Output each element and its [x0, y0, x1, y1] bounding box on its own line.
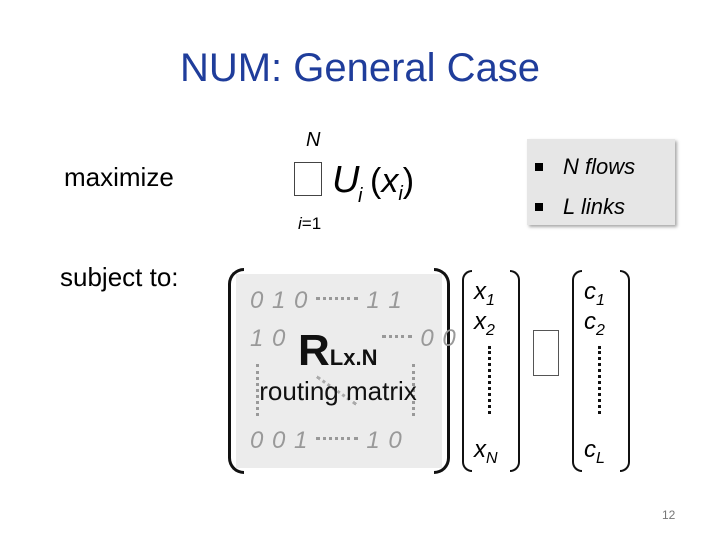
- entry-sub: 1: [486, 291, 495, 309]
- entry-sub: N: [486, 449, 498, 467]
- routing-matrix: 0 1 0 1 1 1 0 0 0 RLx.N routing matrix 0 0…: [228, 268, 456, 474]
- sum-index-start: =1: [301, 214, 322, 233]
- vector-entry-last: cL: [584, 436, 605, 473]
- sum-index-var: i: [298, 214, 302, 233]
- matrix-symbol-subscript: Lx.N: [329, 345, 378, 370]
- info-item-flows: N flows: [535, 147, 675, 187]
- arg-subscript: i: [398, 182, 403, 205]
- matrix-caption: routing matrix: [259, 376, 417, 406]
- matrix-left-bracket: [228, 268, 244, 474]
- arg-open-paren: (: [370, 162, 382, 200]
- vector-left-bracket: [572, 270, 582, 472]
- capacity-vector: c1 c2 cL: [572, 270, 630, 472]
- info-item-label: N flows: [563, 154, 636, 179]
- info-item-label: L links: [563, 194, 625, 219]
- horizontal-ellipsis-icon: [316, 437, 359, 441]
- matrix-row-n-start: 0 0 1: [250, 427, 309, 454]
- vertical-ellipsis-icon: [598, 346, 601, 414]
- entry-var: c: [584, 278, 596, 305]
- vertical-ellipsis-icon: [488, 346, 491, 414]
- matrix-right-bracket: [434, 268, 450, 474]
- arg-close-paren: ): [402, 162, 415, 200]
- matrix-row-1: 0 1 0 1 1: [250, 286, 434, 316]
- entry-var: x: [474, 308, 486, 335]
- vertical-ellipsis-icon: [256, 364, 259, 416]
- vertical-ellipsis-icon: [412, 364, 415, 416]
- vector-entry-second: x2: [474, 308, 495, 345]
- utility-function-symbol: U: [332, 159, 360, 201]
- matrix-row-2-end: 0 0: [420, 325, 457, 352]
- vector-entry-first: x1: [474, 278, 495, 315]
- matrix-row-2: 1 0 0 0: [250, 324, 456, 354]
- square-bullet-icon: [535, 203, 543, 211]
- page-number: 12: [662, 508, 676, 522]
- slide-title: NUM: General Case: [179, 46, 541, 90]
- matrix-symbol: RLx.N: [298, 326, 377, 383]
- maximize-label: maximize: [64, 162, 174, 192]
- sum-lower-limit: i=1: [298, 214, 321, 234]
- entry-var: c: [584, 308, 596, 335]
- matrix-row-n: 0 0 1 1 0: [250, 426, 434, 456]
- sum-upper-limit: N: [306, 129, 321, 151]
- matrix-background: [236, 274, 442, 468]
- info-box: N flows L links: [527, 139, 675, 225]
- utility-function-subscript: i: [358, 185, 363, 207]
- vector-right-bracket: [510, 270, 520, 472]
- flow-rate-vector: x1 x2 xN: [462, 270, 520, 472]
- matrix-row-1-start: 0 1 0: [250, 287, 309, 314]
- matrix-symbol-letter: R: [298, 326, 330, 375]
- sum-symbol-placeholder: [294, 162, 322, 196]
- utility-function-argument: (xi): [370, 160, 414, 215]
- entry-sub: 1: [596, 291, 605, 309]
- entry-var: x: [474, 278, 486, 305]
- arg-variable: x: [381, 162, 399, 200]
- horizontal-ellipsis-icon: [382, 335, 413, 339]
- matrix-row-1-end: 1 1: [366, 287, 403, 314]
- entry-sub: 2: [596, 321, 605, 339]
- entry-var: c: [584, 436, 596, 463]
- vector-entry-second: c2: [584, 308, 605, 345]
- info-item-links: L links: [535, 187, 675, 227]
- entry-var: x: [474, 436, 486, 463]
- vector-left-bracket: [462, 270, 472, 472]
- vector-right-bracket: [620, 270, 630, 472]
- entry-sub: 2: [486, 321, 495, 339]
- horizontal-ellipsis-icon: [316, 297, 359, 301]
- relation-symbol-placeholder: [533, 330, 559, 376]
- square-bullet-icon: [535, 163, 543, 171]
- matrix-row-2-start: 1 0: [250, 325, 287, 352]
- vector-entry-first: c1: [584, 278, 605, 315]
- vector-entry-last: xN: [474, 436, 498, 473]
- entry-sub: L: [596, 449, 605, 467]
- matrix-row-n-end: 1 0: [366, 427, 403, 454]
- subject-to-label: subject to:: [60, 262, 179, 292]
